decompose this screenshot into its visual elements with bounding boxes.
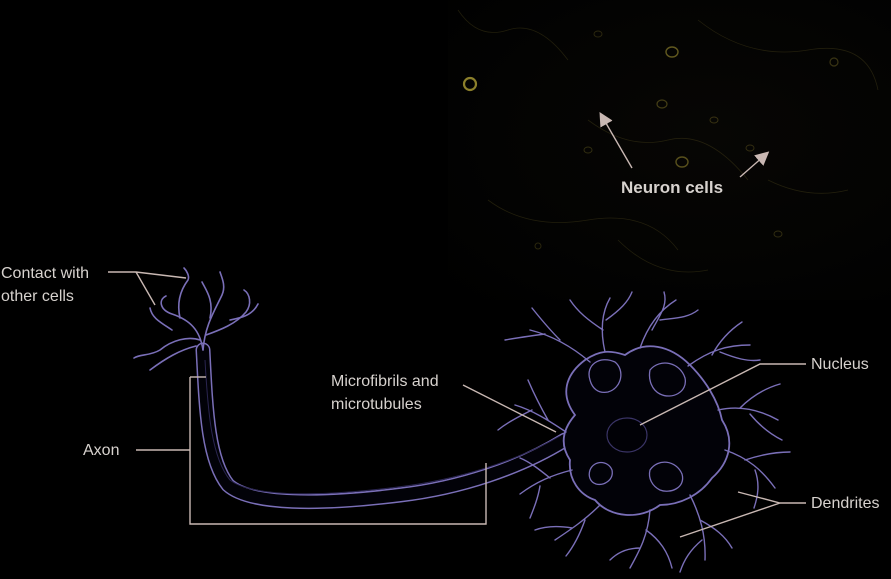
- neuron-cell-body: [709, 116, 719, 124]
- axon-terminals: [133, 267, 259, 371]
- nucleus-label: Nucleus: [811, 356, 869, 373]
- neuron-cell-body: [583, 146, 593, 154]
- dendrites-label: Dendrites: [811, 495, 880, 512]
- contact-label: Contact with other cells: [1, 265, 90, 305]
- neuron-cell-body: [773, 230, 783, 238]
- leader-lines: [108, 111, 806, 538]
- neuron-cell-body: [829, 57, 839, 67]
- neuron-cell-body: [675, 156, 689, 168]
- neuron-cell-body: [593, 30, 603, 38]
- axon-label: Axon: [83, 442, 120, 459]
- neuron-cell-body: [534, 242, 542, 250]
- neuron-cell-body: [656, 99, 668, 109]
- neuron-cells-label: Neuron cells: [621, 178, 724, 197]
- micrograph-cells: [457, 9, 879, 273]
- micrograph-panel: [448, 0, 891, 300]
- neuron-cell-body: [745, 144, 755, 152]
- nucleus-shape: [606, 417, 648, 453]
- cell-body: [497, 291, 791, 573]
- neuron-cell-body: [462, 76, 478, 92]
- neuron-cell-body: [665, 46, 679, 58]
- microfibrils-label: Microfibrils and microtubules: [331, 373, 439, 413]
